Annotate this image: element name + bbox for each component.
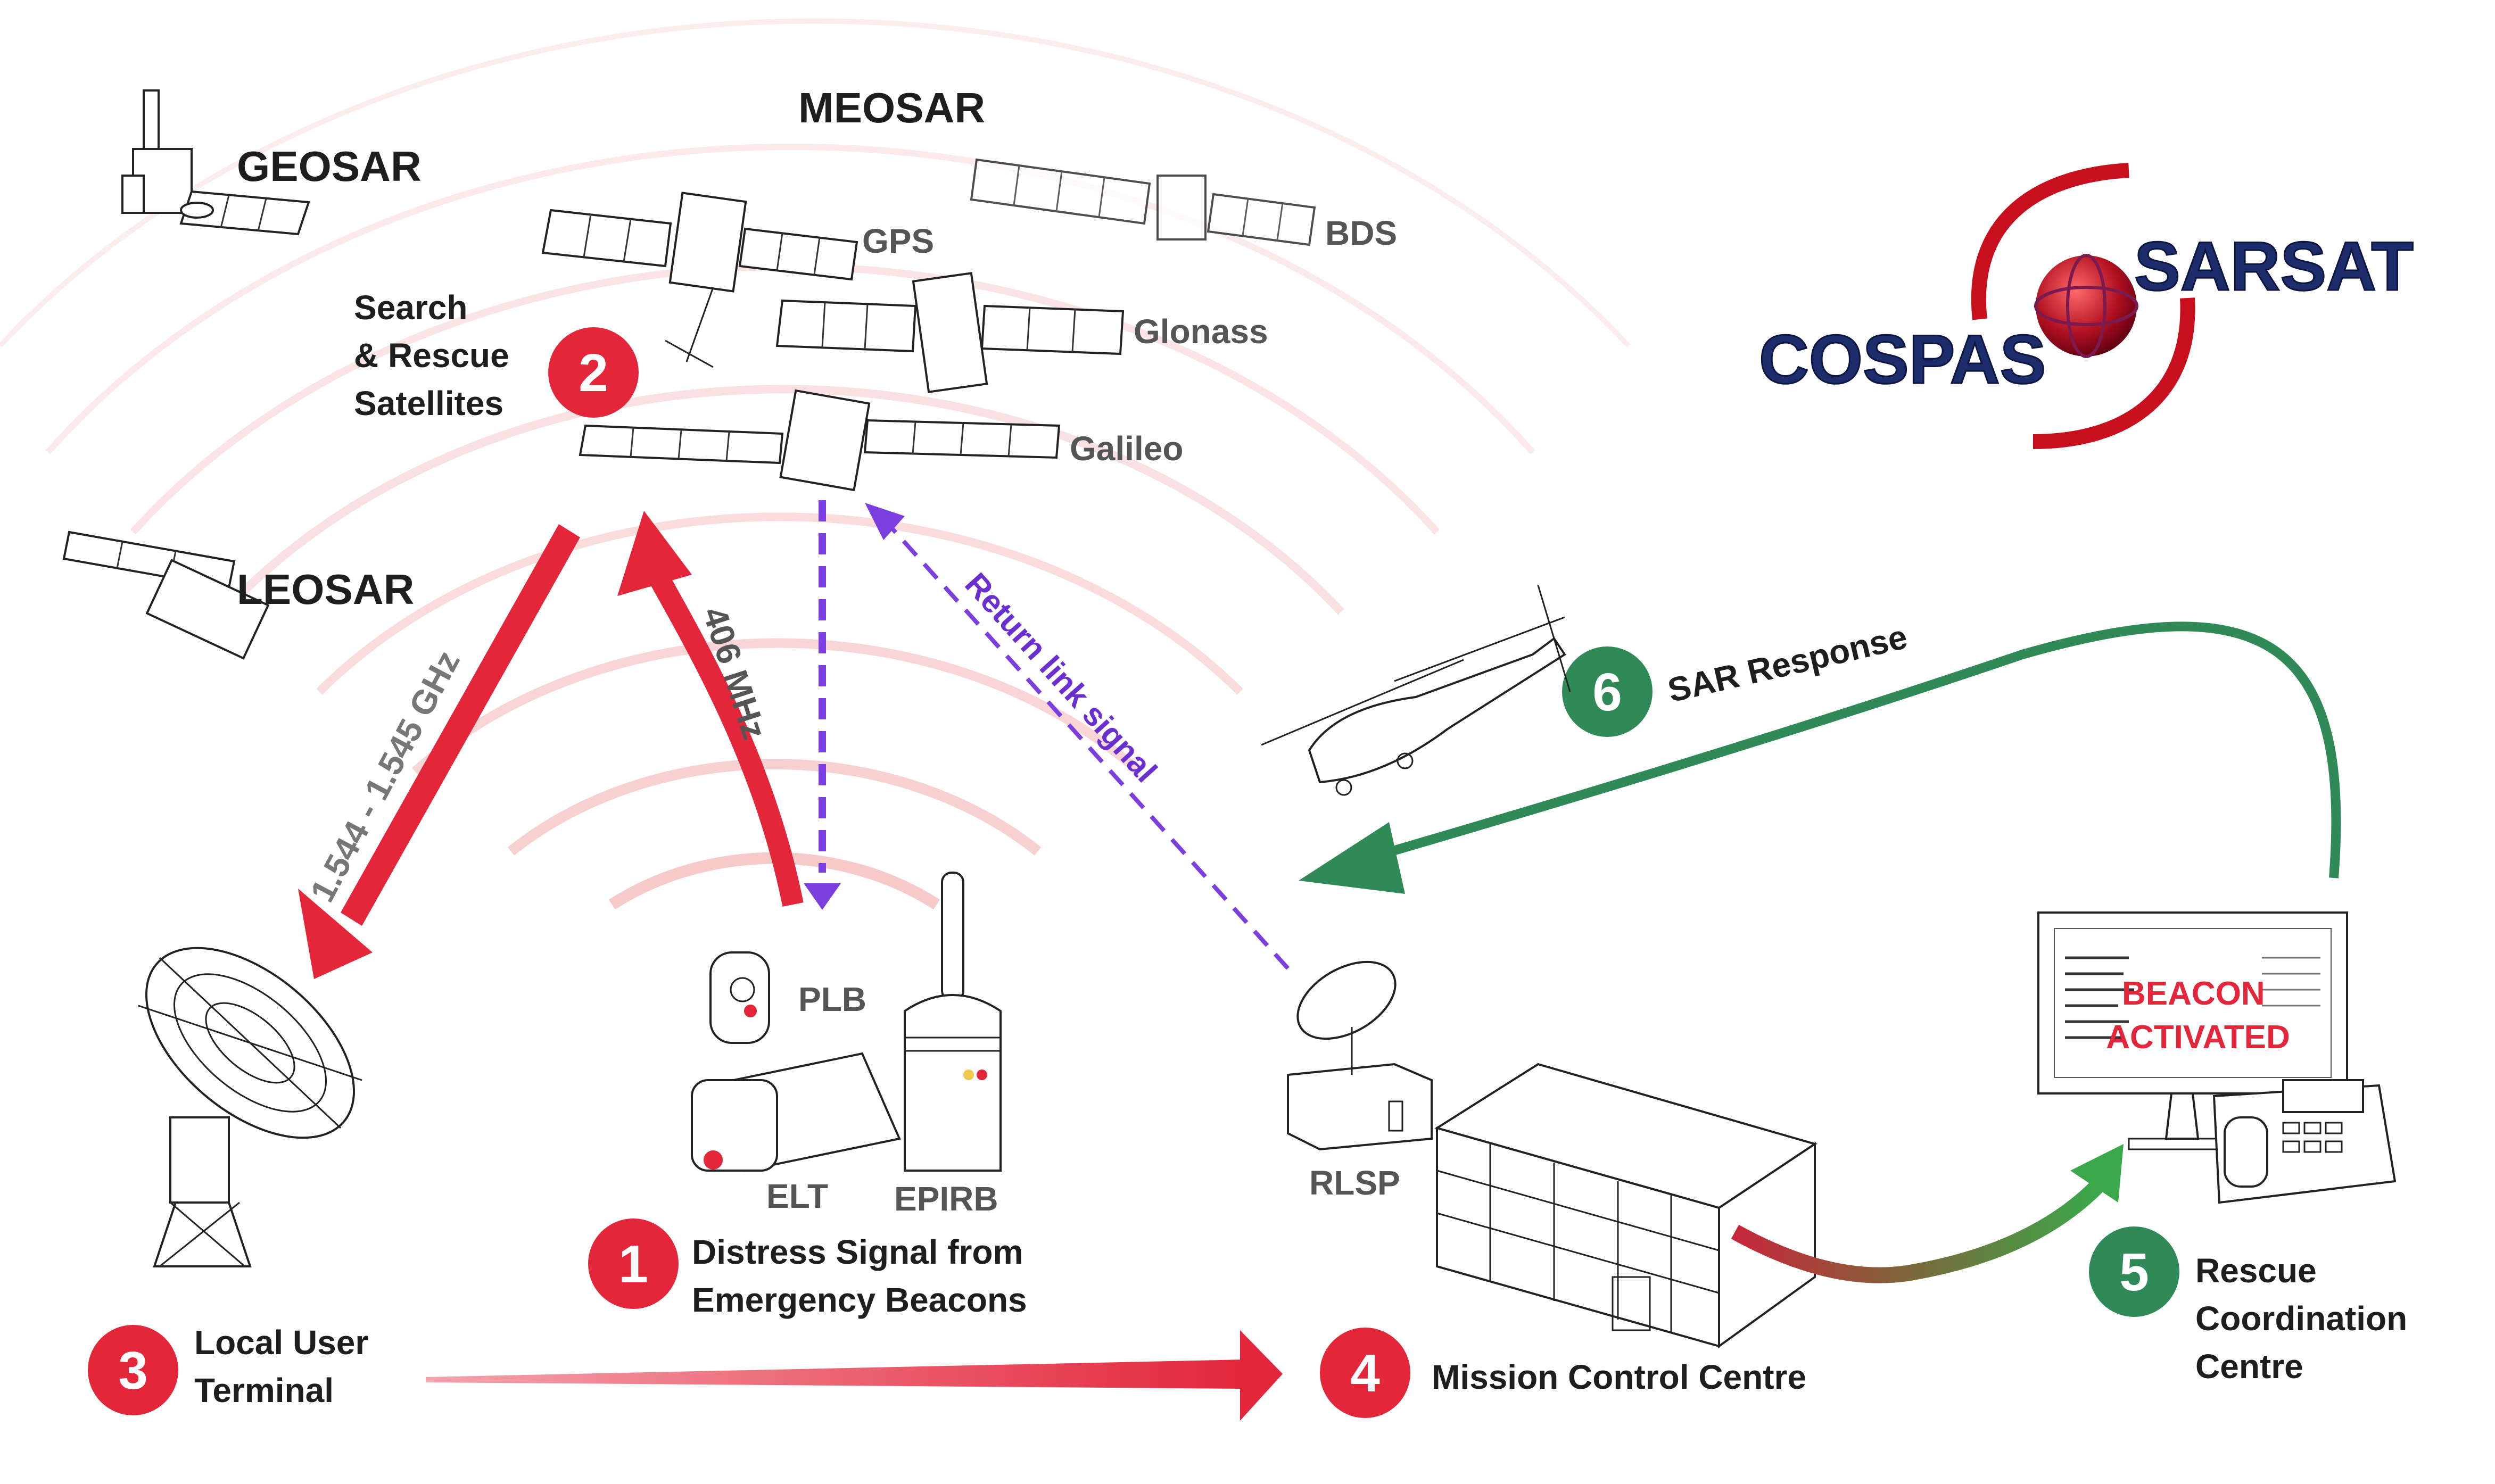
geosar-satellite-icon [121, 89, 310, 236]
leosar-label: LEOSAR [237, 566, 414, 613]
step-5-badge: 5 [2089, 1226, 2179, 1317]
return-link-arrow [865, 503, 1290, 970]
satellite-to-beacon-dashed-arrow [804, 500, 841, 910]
geosar-label: GEOSAR [237, 143, 422, 190]
galileo-satellite-icon [579, 389, 1061, 492]
svg-text:5: 5 [2119, 1242, 2149, 1302]
step-2-badge: 2 [548, 327, 639, 418]
helicopter-icon [1261, 585, 1571, 796]
step-6-label: SAR Response [1664, 617, 1911, 709]
svg-text:COSPAS: COSPAS [1759, 320, 2046, 398]
mission-control-centre-building-icon [1434, 1063, 1817, 1348]
cospas-sarsat-logo: COSPAS SARSAT [1758, 163, 2414, 449]
plb-beacon-icon [709, 951, 770, 1044]
gps-label: GPS [862, 222, 934, 260]
leosar-satellite-icon [62, 530, 270, 660]
svg-text:3: 3 [118, 1341, 148, 1400]
elt-label: ELT [766, 1177, 828, 1215]
meosar-label: MEOSAR [798, 84, 985, 131]
telephone-icon [2212, 1079, 2397, 1204]
step-6-badge: 6 [1562, 646, 1653, 737]
elt-beacon-icon [691, 1052, 901, 1172]
svg-text:6: 6 [1592, 662, 1622, 722]
step-1-badge: 1 [588, 1218, 679, 1309]
rlsp-label: RLSP [1309, 1164, 1400, 1202]
bds-satellite-icon [970, 158, 1316, 246]
beacon-activated-screen-text: BEACON ACTIVATED [2106, 975, 2290, 1056]
step-5-label: Rescue Coordination Centre [2195, 1251, 2417, 1386]
gps-satellite-icon [541, 192, 858, 368]
local-user-terminal-dish-icon [138, 947, 362, 1267]
lut-to-mcc-arrow [426, 1330, 1283, 1421]
step-3-badge: 3 [88, 1325, 178, 1415]
glonass-satellite-icon [775, 272, 1125, 393]
svg-text:2: 2 [579, 343, 608, 403]
svg-text:1: 1 [618, 1234, 648, 1294]
step-1-label: Distress Signal from Emergency Beacons [692, 1233, 1032, 1319]
step-2-label: Search & Rescue Satellites [354, 288, 518, 422]
step-4-label: Mission Control Centre [1432, 1358, 1806, 1396]
galileo-label: Galileo [1070, 429, 1183, 468]
sar-response-arrow [1299, 621, 2341, 894]
epirb-label: EPIRB [894, 1180, 998, 1218]
uplink-arrow [617, 511, 804, 907]
epirb-beacon-icon [904, 872, 1002, 1172]
step-3-label: Local User Terminal [194, 1323, 378, 1410]
plb-label: PLB [798, 980, 866, 1018]
svg-text:SARSAT: SARSAT [2134, 227, 2414, 305]
bds-label: BDS [1325, 214, 1397, 252]
downlink-arrow [298, 524, 580, 979]
rlsp-station-icon [1287, 960, 1433, 1151]
svg-text:4: 4 [1350, 1344, 1380, 1403]
step-4-badge: 4 [1320, 1328, 1410, 1418]
rescue-coordination-centre-computer-icon [2037, 911, 2348, 1150]
mcc-to-rcc-arrow [1731, 1144, 2124, 1283]
glonass-label: Glonass [1134, 312, 1268, 351]
